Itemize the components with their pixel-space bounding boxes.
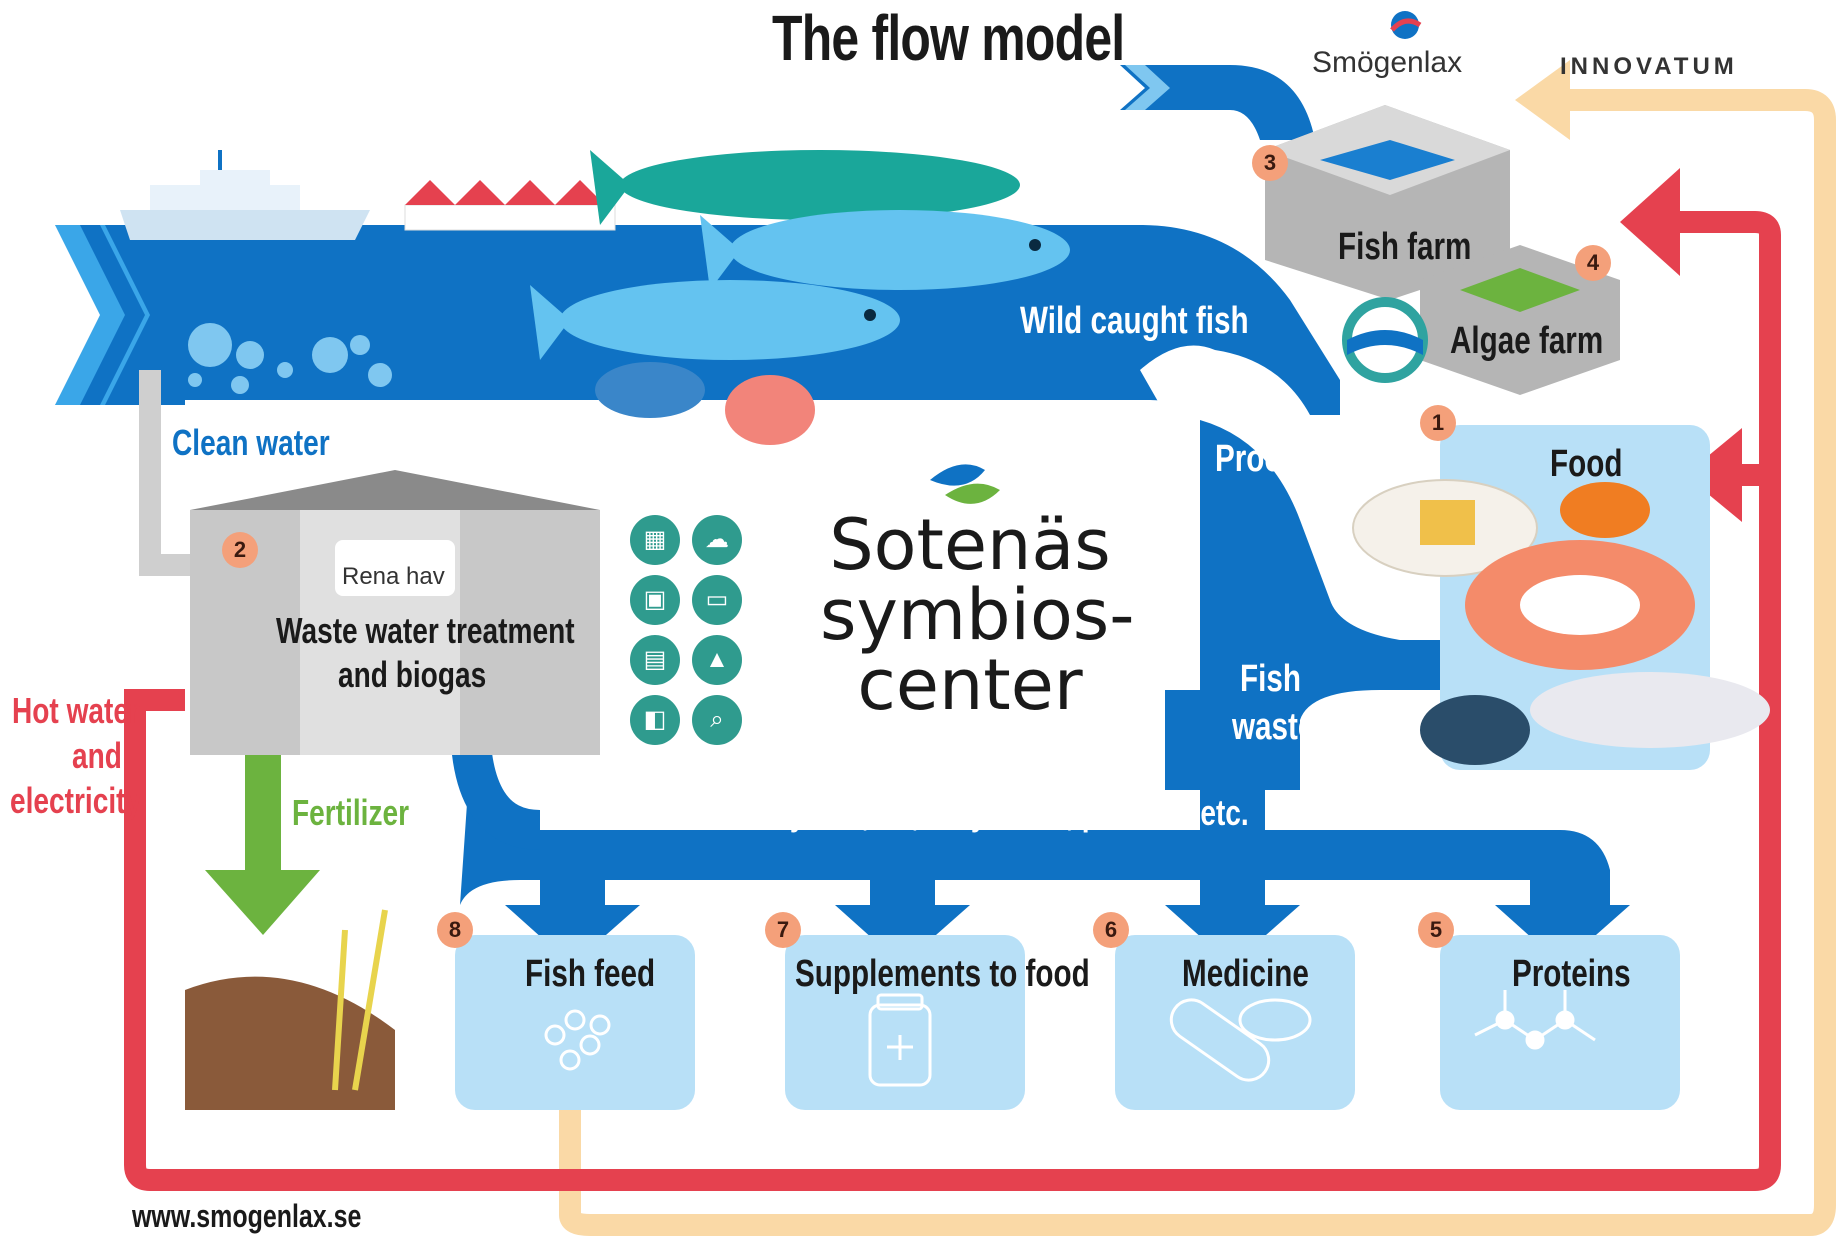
hot-water-label-3: electricity <box>10 780 142 821</box>
supplements-box <box>785 935 1025 1110</box>
mussel-food-icon <box>1420 695 1530 765</box>
page-title: The flow model <box>772 2 1125 74</box>
beige-arrowhead <box>1515 60 1570 140</box>
fish-fillet-icon <box>1530 672 1770 748</box>
book-icon: ◧ <box>630 695 680 745</box>
fish-blue-2-icon <box>530 280 900 360</box>
center-title-line-1: Sotenäs <box>829 504 1111 586</box>
fish-blue-1-icon <box>700 210 1070 290</box>
node-badge-4: 4 <box>1575 245 1611 281</box>
node-badge-2: 2 <box>222 532 258 568</box>
brain-icon: ☁ <box>692 515 742 565</box>
algae-farm-label: Algae farm <box>1450 320 1604 362</box>
bubbles-icon <box>188 323 392 394</box>
fish-waste-label-1: Fish <box>1240 658 1301 700</box>
circular-logo-icon <box>1342 297 1428 383</box>
center-title-line-3: center <box>857 644 1083 726</box>
fertilizer-shaft <box>245 755 281 870</box>
center-title-line-2: symbios- <box>820 574 1135 656</box>
fish-farm-label: Fish farm <box>1338 226 1472 268</box>
food-plate-icon <box>1352 479 1538 577</box>
mussel-icon <box>595 362 705 418</box>
fish-feed-label: Fish feed <box>525 953 656 995</box>
pills-icon <box>1169 998 1312 1082</box>
node-badge-7: 7 <box>765 912 801 948</box>
node-badge-3: 3 <box>1252 145 1288 181</box>
clean-water-pipe <box>139 370 200 576</box>
supplements-label: Supplements to food <box>795 953 1090 995</box>
sea-chevron-inner <box>80 225 145 405</box>
red-arrowhead-food <box>1685 428 1742 522</box>
presentation-icon: ▤ <box>630 635 680 685</box>
fertilizer-label: Fertilizer <box>292 792 410 833</box>
salmon-steak-icon <box>1465 540 1695 670</box>
wild-caught-fish-label: Wild caught fish <box>1020 300 1249 342</box>
shrimp-icon <box>725 375 815 445</box>
website-label: www.smogenlax.se <box>132 1198 362 1234</box>
molecule-icon <box>1474 990 1596 1050</box>
red-hot-water-loop <box>124 211 1781 1191</box>
monitor-icon: ▭ <box>692 575 742 625</box>
node-badge-6: 6 <box>1093 912 1129 948</box>
clean-water-label: Clean water <box>172 422 330 463</box>
pellets-icon <box>544 1009 611 1071</box>
sotenas-center-title: Sotenäs symbios- center <box>820 504 1135 726</box>
enzymes-label: Enzymes, fat, fatty acids, proteins etc. <box>740 792 1249 833</box>
medicine-box <box>1115 935 1355 1110</box>
calculator-icon: ▦ <box>630 515 680 565</box>
food-label: Food <box>1550 443 1623 485</box>
waste-water-label-1: Waste water treatment <box>276 610 575 651</box>
distribution-channel <box>460 760 1610 905</box>
roe-icon <box>1560 482 1650 538</box>
top-chevron-light <box>1125 65 1170 110</box>
innovatum-logo-text: INNOVATUM <box>1560 53 1738 80</box>
red-arrowhead-top <box>1620 168 1680 276</box>
fish-feed-box <box>455 935 695 1110</box>
proteins-label: Proteins <box>1512 953 1631 995</box>
microscope-icon: ⌕ <box>692 695 742 745</box>
hot-water-label-1: Hot water <box>12 690 140 731</box>
fertilizer-arrowhead <box>205 870 320 935</box>
waste-water-label-2: and biogas <box>338 654 487 695</box>
node-badge-5: 5 <box>1418 912 1454 948</box>
briefcase-icon: ▣ <box>630 575 680 625</box>
algae-farm-box <box>1420 245 1620 395</box>
smogenlax-logo-text: Smögenlax <box>1312 46 1463 79</box>
renahav-logo-text: Rena hav <box>342 563 445 590</box>
fishing-ship-icon <box>120 150 370 240</box>
sotenas-logo-icon <box>930 464 1000 504</box>
processing-stream <box>1200 420 1450 790</box>
beige-return-loop <box>559 89 1836 1236</box>
processing-label: Processing <box>1215 438 1375 480</box>
fish-waste-label-2: waste <box>1232 706 1315 748</box>
soil-plants-icon <box>185 909 395 1110</box>
sea-chevron <box>55 225 150 405</box>
factory-icon <box>404 180 616 231</box>
top-chevron-flow <box>1120 65 1315 140</box>
renahav-logo <box>335 540 455 596</box>
jar-icon <box>868 993 932 1087</box>
smogenlax-logo-icon <box>1390 11 1422 39</box>
fish-farm-box <box>1265 105 1510 300</box>
node-badge-1: 1 <box>1420 405 1456 441</box>
graduation-cap-icon: ▲ <box>692 635 742 685</box>
node-badge-8: 8 <box>437 912 473 948</box>
medicine-label: Medicine <box>1182 953 1309 995</box>
fish-teal-icon <box>590 150 1020 225</box>
hot-water-label-2: and <box>72 735 122 776</box>
